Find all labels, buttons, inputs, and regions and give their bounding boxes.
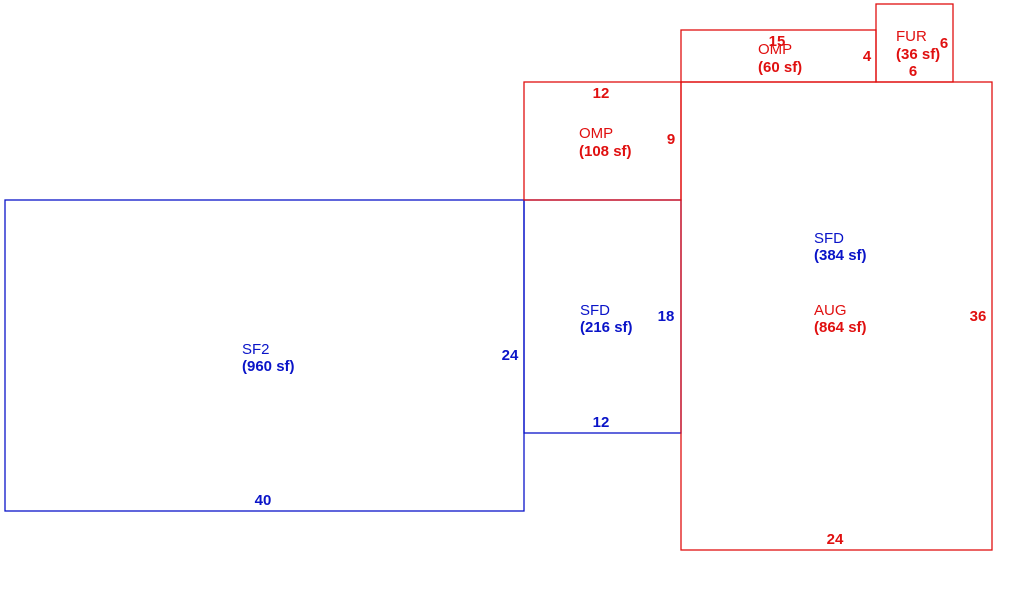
sf2-width-dimension: 40 bbox=[255, 492, 272, 509]
sfd-center-code-label: SFD bbox=[580, 302, 610, 319]
omp-top-height-dimension: 4 bbox=[863, 48, 872, 65]
sfd-center-area-label: (216 sf) bbox=[580, 319, 633, 336]
sfd-center-width-dimension: 12 bbox=[593, 414, 610, 431]
omp-top-code-label: OMP bbox=[758, 41, 792, 58]
sf2-height-dimension: 24 bbox=[502, 347, 519, 364]
omp-left-width-dimension: 12 bbox=[593, 85, 610, 102]
fur-area-label: (36 sf) bbox=[896, 46, 940, 63]
aug-code-label: AUG bbox=[814, 302, 847, 319]
sf2-code-label: SF2 bbox=[242, 341, 270, 358]
omp-left-code-label: OMP bbox=[579, 125, 613, 142]
aug-area-label: (864 sf) bbox=[814, 319, 867, 336]
aug-height-dimension: 36 bbox=[970, 308, 987, 325]
aug-width-dimension: 24 bbox=[827, 531, 844, 548]
fur-height-dimension: 6 bbox=[940, 35, 948, 52]
sfd-center-height-dimension: 18 bbox=[658, 308, 675, 325]
sf2-area-label: (960 sf) bbox=[242, 358, 295, 375]
fur-width-dimension: 6 bbox=[909, 63, 917, 80]
omp-left-area-label: (108 sf) bbox=[579, 143, 632, 160]
sfd-right-code-label: SFD bbox=[814, 230, 844, 247]
aug-outline bbox=[680, 81, 993, 551]
sfd-right-area-label: (384 sf) bbox=[814, 247, 867, 264]
fur-code-label: FUR bbox=[896, 28, 927, 45]
omp-top-width-dimension: 15 bbox=[769, 33, 786, 50]
omp-left-height-dimension: 9 bbox=[667, 131, 675, 148]
omp-top-area-label: (60 sf) bbox=[758, 59, 802, 76]
